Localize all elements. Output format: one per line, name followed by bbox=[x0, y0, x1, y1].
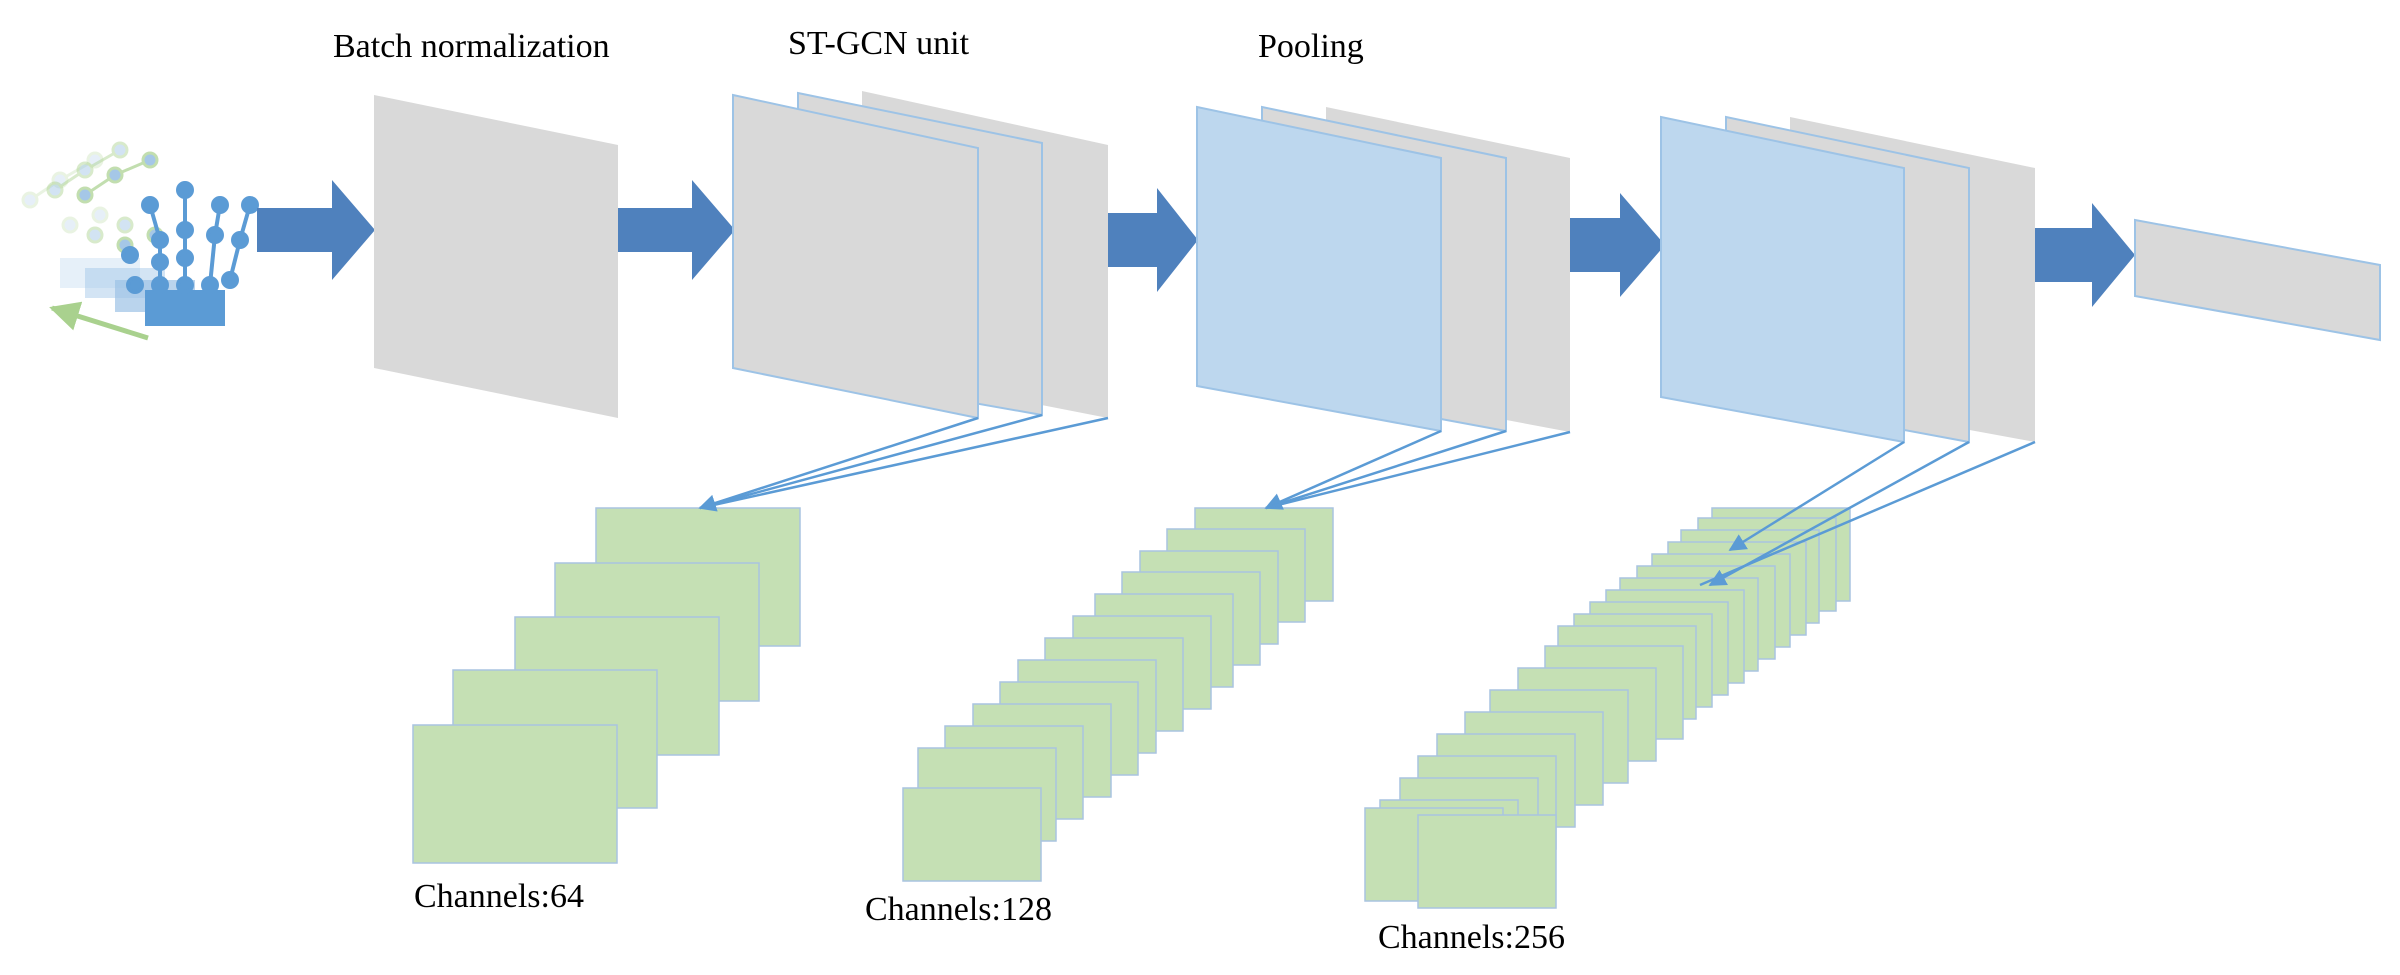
channels-256-label: Channels:256 bbox=[1378, 919, 1565, 956]
batch-norm-panel bbox=[374, 95, 618, 418]
stgcn-unit-stack bbox=[732, 91, 1108, 420]
pooling-stack bbox=[1196, 105, 1570, 433]
flow-arrow-4 bbox=[1570, 193, 1665, 297]
block-three-stack bbox=[1660, 115, 2035, 444]
channel-group-256 bbox=[1364, 507, 1851, 909]
flow-arrow-1 bbox=[257, 180, 375, 280]
connector-lines bbox=[698, 413, 2036, 587]
batch-normalization-label: Batch normalization bbox=[333, 28, 610, 65]
channels-64-label: Channels:64 bbox=[414, 878, 584, 915]
stgcn-unit-label: ST-GCN unit bbox=[788, 25, 970, 62]
flow-arrow-5 bbox=[2033, 203, 2135, 307]
skeleton-sequence-icon bbox=[21, 141, 259, 341]
flow-arrows bbox=[257, 180, 2135, 307]
motion-arrow bbox=[49, 301, 149, 341]
output-panel bbox=[2134, 218, 2381, 342]
channel-group-64 bbox=[412, 507, 801, 864]
channel-group-128 bbox=[902, 507, 1334, 882]
channels-128-label: Channels:128 bbox=[865, 891, 1052, 928]
flow-arrow-2 bbox=[617, 180, 735, 280]
flow-arrow-3 bbox=[1107, 188, 1198, 292]
pooling-label: Pooling bbox=[1258, 28, 1364, 65]
